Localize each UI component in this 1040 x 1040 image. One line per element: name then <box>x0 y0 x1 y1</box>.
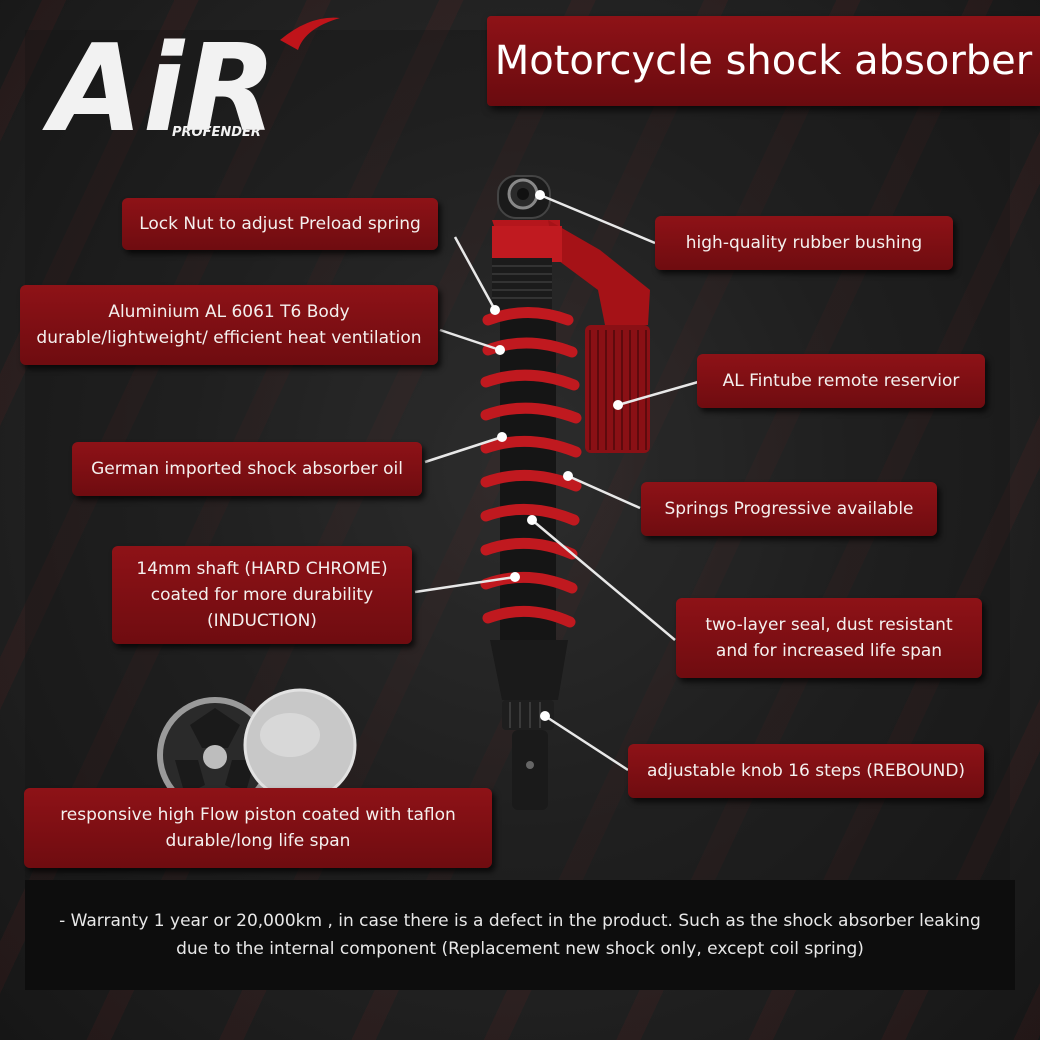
callout-progressive-springs: Springs Progressive available <box>641 482 937 536</box>
callout-shock-oil-text: German imported shock absorber oil <box>91 459 403 479</box>
logo-subtext: PROFENDER <box>172 125 261 140</box>
callout-rubber-bushing: high-quality rubber bushing <box>655 216 953 270</box>
callout-aluminium-body-text: Aluminium AL 6061 T6 Body durable/lightw… <box>36 302 422 348</box>
callout-aluminium-body: Aluminium AL 6061 T6 Body durable/lightw… <box>20 285 438 365</box>
logo-text: AiR <box>42 20 276 159</box>
callout-progressive-springs-text: Springs Progressive available <box>664 499 914 519</box>
callout-lock-nut: Lock Nut to adjust Preload spring <box>122 198 438 250</box>
callout-shock-oil: German imported shock absorber oil <box>72 442 422 496</box>
callout-lock-nut-text: Lock Nut to adjust Preload spring <box>139 214 421 234</box>
warranty-footer: - Warranty 1 year or 20,000km , in case … <box>25 880 1015 990</box>
callout-rebound-knob-text: adjustable knob 16 steps (REBOUND) <box>646 761 966 781</box>
callout-hard-chrome-shaft: 14mm shaft (HARD CHROME) coated for more… <box>112 546 412 644</box>
air-profender-logo: AiR PROFENDER <box>42 17 340 159</box>
warranty-text: - Warranty 1 year or 20,000km , in case … <box>59 911 981 959</box>
callout-two-layer-seal-text: two-layer seal, dust resistant and for i… <box>705 615 953 661</box>
callout-two-layer-seal: two-layer seal, dust resistant and for i… <box>676 598 982 678</box>
callout-rebound-knob: adjustable knob 16 steps (REBOUND) <box>628 744 984 798</box>
page-title: Motorcycle shock absorber <box>487 16 1040 106</box>
callout-high-flow-piston: responsive high Flow piston coated with … <box>24 788 492 868</box>
callout-high-flow-piston-text: responsive high Flow piston coated with … <box>60 805 456 851</box>
callout-rubber-bushing-text: high-quality rubber bushing <box>685 233 923 253</box>
callout-fintube-reservoir-text: AL Fintube remote reservior <box>722 371 960 391</box>
callout-fintube-reservoir: AL Fintube remote reservior <box>697 354 985 408</box>
callout-hard-chrome-shaft-text: 14mm shaft (HARD CHROME) coated for more… <box>136 559 388 631</box>
